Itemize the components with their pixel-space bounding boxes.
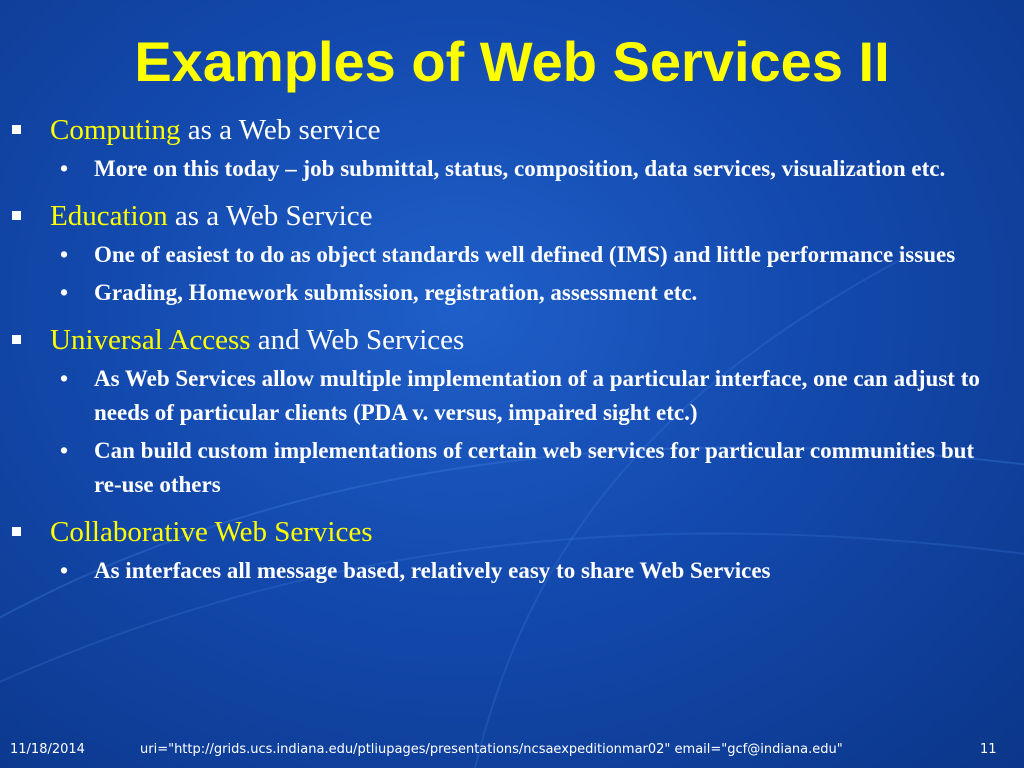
sub-bullet-text: One of easiest to do as object standards… <box>94 242 956 267</box>
bullet-highlight: Computing <box>50 114 181 146</box>
dot-bullet-icon: • <box>60 280 69 305</box>
sub-bullet: • One of easiest to do as object standar… <box>0 238 1024 272</box>
footer-date: 11/18/2014 <box>10 742 85 757</box>
bullet-computing: Computing as a Web service <box>0 110 1024 150</box>
dot-bullet-icon: • <box>60 438 69 463</box>
sub-bullet: • Grading, Homework submission, registra… <box>0 276 1024 310</box>
bullet-highlight: Collaborative Web Services <box>50 516 373 548</box>
sub-bullet: • As interfaces all message based, relat… <box>0 554 1024 588</box>
bullet-education: Education as a Web Service <box>0 196 1024 236</box>
square-bullet-icon <box>12 527 21 536</box>
sub-bullet-text: More on this today – job submittal, stat… <box>94 156 946 181</box>
page-number: 11 <box>980 742 997 757</box>
slide-title: Examples of Web Services II <box>134 30 890 93</box>
bullet-text: as a Web Service <box>167 200 373 232</box>
dot-bullet-icon: • <box>60 558 69 583</box>
dot-bullet-icon: • <box>60 156 69 181</box>
bullet-list: Computing as a Web service • More on thi… <box>0 110 1024 592</box>
bullet-collaborative: Collaborative Web Services <box>0 512 1024 552</box>
bullet-highlight: Universal Access <box>50 324 251 356</box>
bullet-universal-access: Universal Access and Web Services <box>0 320 1024 360</box>
square-bullet-icon <box>12 125 21 134</box>
dot-bullet-icon: • <box>60 366 69 391</box>
sub-bullet: • As Web Services allow multiple impleme… <box>0 362 1024 430</box>
sub-bullet-text: As interfaces all message based, relativ… <box>94 558 771 583</box>
square-bullet-icon <box>12 335 21 344</box>
bullet-text: and Web Services <box>250 324 465 356</box>
sub-bullet-text: As Web Services allow multiple implement… <box>94 366 980 425</box>
sub-bullet: • Can build custom implementations of ce… <box>0 434 1024 502</box>
bullet-highlight: Education <box>50 200 168 232</box>
dot-bullet-icon: • <box>60 242 69 267</box>
sub-bullet: • More on this today – job submittal, st… <box>0 152 1024 186</box>
sub-bullet-text: Grading, Homework submission, registrati… <box>94 280 698 305</box>
sub-bullet-text: Can build custom implementations of cert… <box>94 438 975 497</box>
footer-uri: uri="http://grids.ucs.indiana.edu/ptliup… <box>140 742 843 757</box>
slide-footer: 11/18/2014 uri="http://grids.ucs.indiana… <box>0 740 1024 760</box>
bullet-text: as a Web service <box>180 114 381 146</box>
square-bullet-icon <box>12 211 21 220</box>
